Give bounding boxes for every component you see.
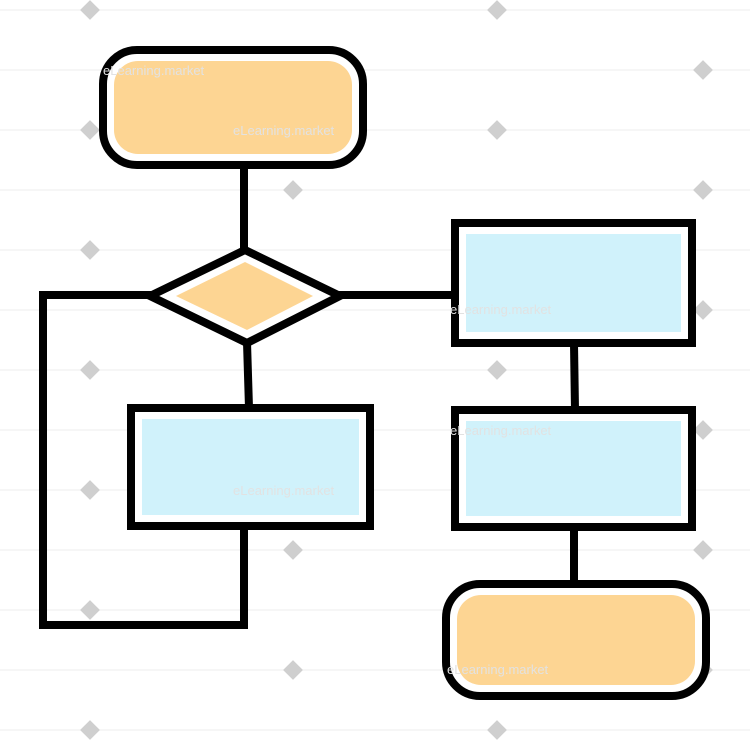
start-terminal: [99, 46, 367, 169]
process-right-top-fill: [466, 234, 681, 332]
decision-node: [140, 245, 350, 348]
edge-right-top-to-right-middle: [569, 339, 580, 415]
watermark-diamond-icon: [80, 600, 100, 620]
watermark-diamond-icon: [487, 360, 507, 380]
process-right-top: [451, 219, 696, 347]
watermark-diamond-icon: [283, 540, 303, 560]
watermark-text: eLearning.market: [450, 302, 552, 317]
connectors: [39, 162, 580, 629]
watermark-diamond-icon: [80, 120, 100, 140]
edge-decision-to-process-left: [242, 337, 254, 413]
watermark-diamond-icon: [693, 60, 713, 80]
watermark-diamond-icon: [80, 240, 100, 260]
watermark-text: eLearning.market: [103, 63, 205, 78]
watermark-diamond-icon: [80, 480, 100, 500]
watermark-diamond-icon: [693, 300, 713, 320]
watermark-text: eLearning.market: [233, 483, 335, 498]
watermark-diamond-icon: [693, 540, 713, 560]
watermark-diamond-icon: [693, 180, 713, 200]
watermark-diamond-icon: [80, 720, 100, 740]
watermark-text: eLearning.market: [233, 123, 335, 138]
watermark-text: eLearning.market: [447, 662, 549, 677]
process-right-middle: [451, 406, 696, 531]
watermark-diamond-icon: [80, 0, 100, 20]
end-terminal-fill: [457, 595, 695, 685]
watermark-diamond-icon: [487, 720, 507, 740]
edge-loop-back-to-decision: [39, 291, 248, 629]
watermark-diamond-icon: [487, 0, 507, 20]
watermark-diamond-icon: [283, 660, 303, 680]
process-left-fill: [142, 419, 359, 515]
end-terminal: [442, 580, 710, 700]
process-left: [127, 404, 374, 530]
decision-fill: [176, 262, 313, 330]
watermark-text-layer: eLearning.market eLearning.market eLearn…: [103, 63, 552, 677]
watermark-diamond-icon: [693, 420, 713, 440]
start-terminal-fill: [114, 61, 352, 154]
process-right-middle-fill: [466, 421, 681, 516]
watermark-text: eLearning.market: [450, 423, 552, 438]
watermark-diamond-icon: [487, 120, 507, 140]
watermark-diamond-icon: [283, 180, 303, 200]
watermark-diamond-icon: [80, 360, 100, 380]
